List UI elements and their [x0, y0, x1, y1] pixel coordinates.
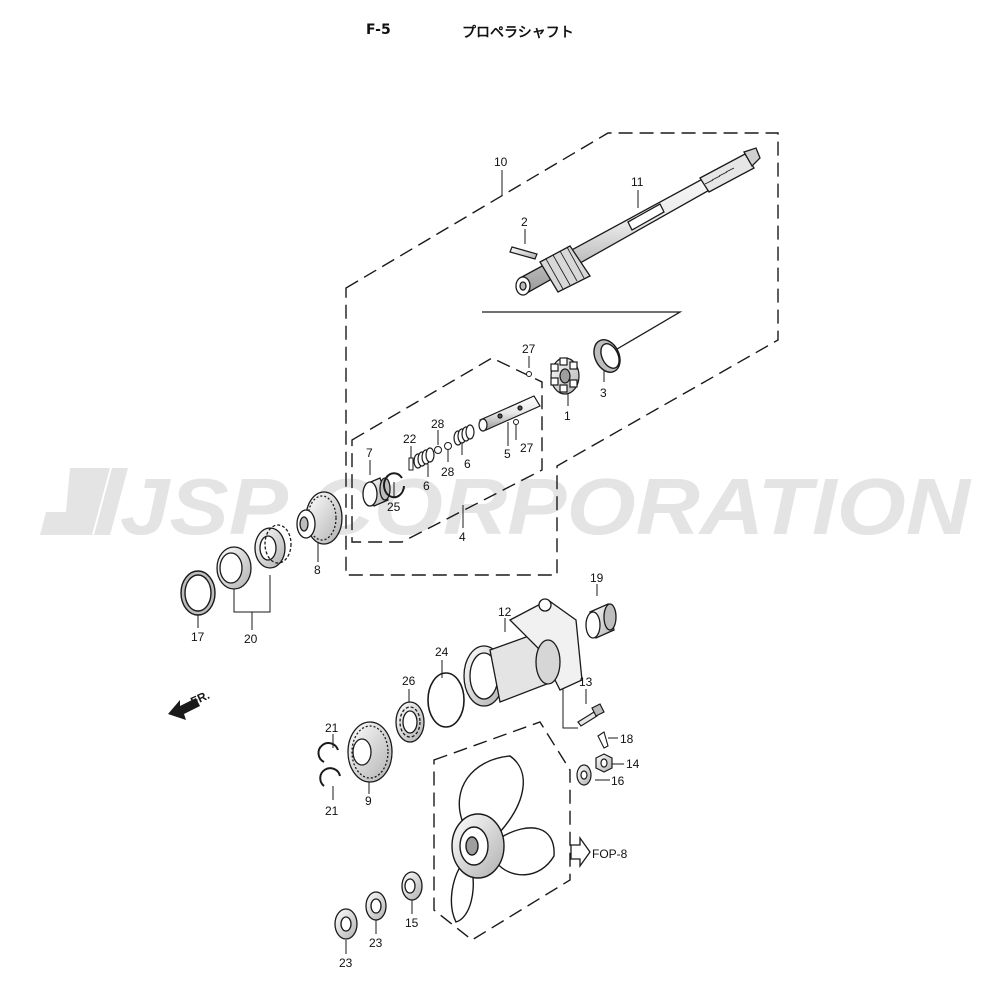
callout-24: 24 — [435, 645, 449, 659]
front-direction-indicator: FR. — [168, 688, 212, 720]
part-clip — [383, 472, 405, 499]
part-cotter-pin — [597, 731, 609, 749]
callout-23-left: 23 — [339, 956, 353, 970]
part-clutch — [550, 357, 580, 395]
watermark-text: JSP CORPORATION — [120, 462, 972, 551]
reference-arrow-icon — [570, 835, 591, 869]
callout-13: 13 — [579, 675, 593, 689]
front-label: FR. — [188, 688, 211, 709]
part-spacer — [401, 871, 423, 901]
callout-18: 18 — [620, 732, 634, 746]
front-arrow-icon — [168, 698, 200, 720]
part-pin-22 — [408, 457, 414, 471]
part-ball-upper — [526, 371, 532, 377]
part-propeller — [450, 755, 555, 923]
part-propeller-housing — [463, 598, 583, 707]
part-bearing-20 — [216, 524, 292, 590]
callout-3: 3 — [600, 386, 607, 400]
part-shift-rod — [478, 395, 541, 432]
callout-9: 9 — [365, 794, 372, 808]
part-clip-21b — [319, 767, 341, 787]
part-spring-lower — [413, 447, 435, 469]
callout-4: 4 — [459, 530, 466, 544]
page-code: F-5 — [366, 22, 391, 38]
callout-6-left: 6 — [423, 479, 430, 493]
assembly-4-outline — [351, 357, 543, 543]
callout-numbers: 10 11 2 27 1 3 28 22 28 5 27 6 6 7 25 4 … — [191, 155, 644, 970]
callout-21-lower: 21 — [325, 804, 339, 818]
callout-23-right: 23 — [369, 936, 383, 950]
part-bearing-19 — [585, 603, 617, 639]
callout-11: 11 — [631, 175, 644, 189]
part-ball-lower — [513, 419, 519, 425]
callout-27-lower: 27 — [520, 441, 534, 455]
part-ring-17 — [180, 570, 216, 616]
callout-19: 19 — [590, 571, 604, 585]
callout-1: 1 — [564, 409, 571, 423]
callout-26: 26 — [402, 674, 416, 688]
page-title: プロペラシャフト — [462, 25, 574, 41]
callout-22: 22 — [403, 432, 417, 446]
part-thrust-washer-b — [334, 908, 358, 940]
zigzag-divider — [482, 311, 683, 353]
callout-7: 7 — [366, 446, 373, 460]
assembly-10-outline — [345, 132, 779, 576]
callout-21-upper: 21 — [325, 721, 339, 735]
callout-6-right: 6 — [464, 457, 471, 471]
part-washer — [576, 764, 592, 786]
reference-pointer: FOP-8 — [570, 835, 628, 869]
callout-28-lower: 28 — [441, 465, 455, 479]
part-propeller-shaft — [515, 147, 761, 296]
callout-16: 16 — [611, 774, 625, 788]
part-bolt — [577, 703, 605, 727]
part-forward-gear — [296, 491, 343, 545]
callout-28-upper: 28 — [431, 417, 445, 431]
watermark: JSP CORPORATION — [40, 462, 972, 551]
propeller-outline — [433, 721, 571, 941]
reference-label: FOP-8 — [592, 847, 628, 861]
part-ball-28a — [434, 446, 442, 454]
part-clip-21a — [317, 742, 339, 763]
part-ball-28b — [444, 442, 452, 450]
callout-14: 14 — [626, 757, 640, 771]
callout-25: 25 — [387, 500, 401, 514]
callout-8: 8 — [314, 563, 321, 577]
part-nut — [595, 753, 613, 773]
part-ring-3 — [593, 339, 621, 373]
part-o-ring — [427, 672, 465, 728]
callout-15: 15 — [405, 916, 419, 930]
callout-17: 17 — [191, 630, 205, 644]
part-spring-upper — [453, 424, 475, 446]
part-thrust-washer-a — [365, 891, 387, 921]
callout-12: 12 — [498, 605, 512, 619]
callout-10: 10 — [494, 155, 508, 169]
part-pin — [509, 246, 538, 260]
callout-20: 20 — [244, 632, 258, 646]
assembly-outlines — [345, 132, 779, 941]
callout-27-upper: 27 — [522, 342, 536, 356]
part-bearing-26 — [395, 701, 425, 743]
part-reverse-gear — [347, 721, 393, 783]
callout-2: 2 — [521, 215, 528, 229]
callout-5: 5 — [504, 447, 511, 461]
watermark-logo-mark — [40, 468, 128, 535]
